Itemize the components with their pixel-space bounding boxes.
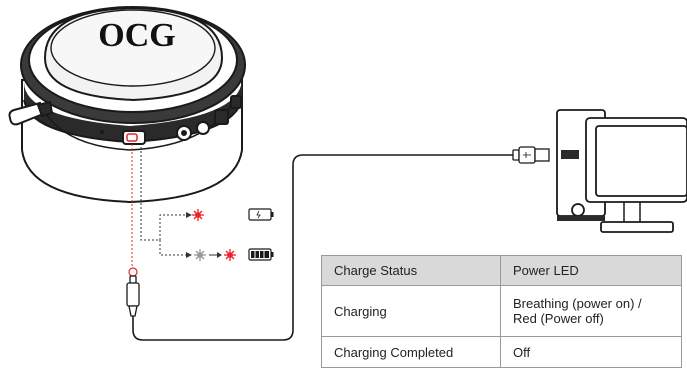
charge-status-table: Charge Status Power LED Charging Breathi…: [321, 255, 682, 368]
table-cell-status: Charging: [321, 285, 501, 337]
table-cell-status: Charging Completed: [321, 336, 501, 368]
grey-led-burst-icon: [194, 249, 206, 261]
usb-c-plug-icon: [126, 275, 140, 317]
arrow-head-1: [186, 212, 192, 218]
table-header-charge-status: Charge Status: [321, 255, 501, 286]
brand-logo: OCG: [98, 17, 175, 54]
battery-full-icon: [248, 248, 274, 261]
battery-empty-icon: [248, 208, 274, 221]
table-row: Charging Breathing (power on) / Red (Pow…: [321, 285, 682, 337]
arrow-head-2: [186, 252, 192, 258]
red-led-burst-icon: [192, 209, 204, 221]
transition-arrow: [209, 252, 222, 258]
headset-earcup: [8, 6, 246, 204]
port-indicator-dot: [128, 267, 138, 277]
table-cell-led: Breathing (power on) / Red (Power off): [500, 285, 682, 337]
red-led-burst-icon: [224, 249, 236, 261]
usb-cable: [132, 154, 513, 341]
table-cell-led: Off: [500, 336, 682, 368]
table-row: Charging Completed Off: [321, 336, 682, 368]
desktop-computer-icon: [556, 109, 687, 233]
led-branch-lines: [140, 147, 187, 256]
table-header-power-led: Power LED: [500, 255, 682, 286]
charging-diagram: OCG: [8, 6, 687, 341]
usb-a-plug-icon: [512, 146, 550, 164]
